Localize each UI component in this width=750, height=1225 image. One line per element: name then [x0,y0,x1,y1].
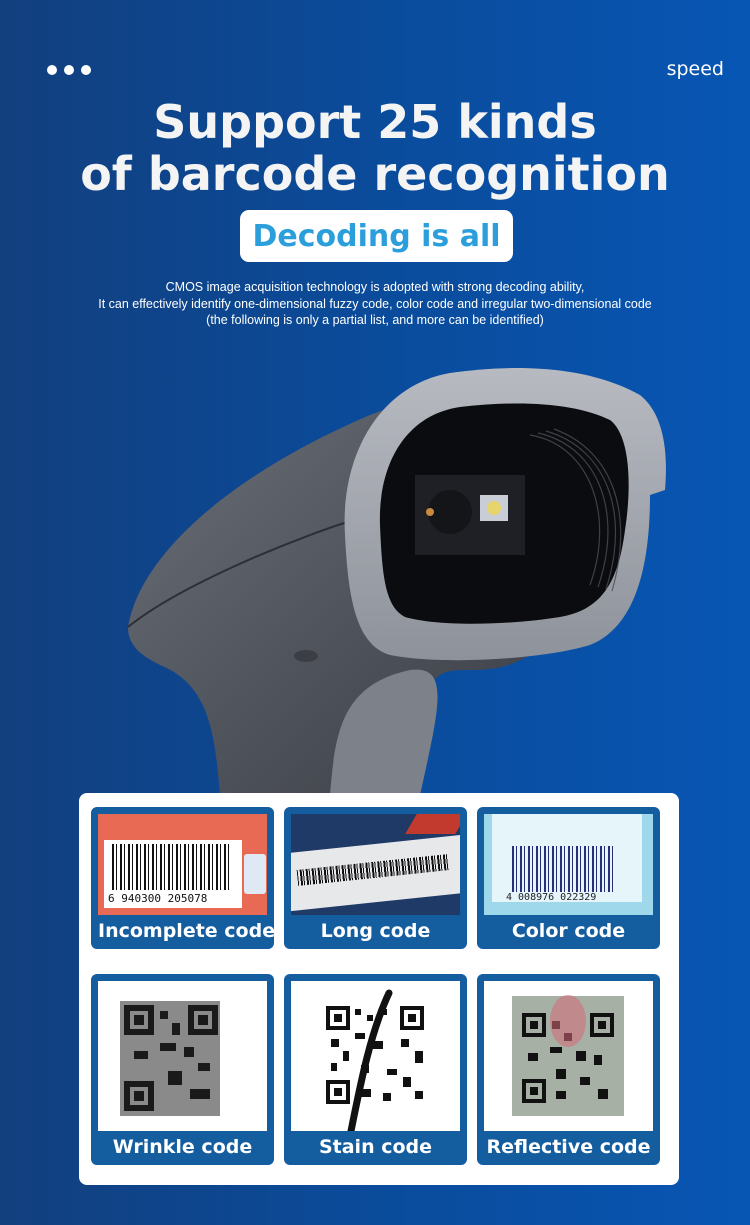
title-line-1: Support 25 kinds [153,95,597,149]
speed-label: speed [666,58,724,80]
description-line: CMOS image acquisition technology is ado… [165,280,585,294]
color-code-image: 4 008976 022329 [484,814,653,915]
barcode-number: 6 940300 205078 [108,892,208,905]
code-type-card-incomplete: 6 940300 205078 Incomplete code [91,807,276,949]
code-type-label: Wrinkle code [112,1136,253,1158]
code-type-card-long: Long code [284,807,467,949]
description-line: (the following is only a partial list, a… [206,313,544,327]
code-type-card-color: 4 008976 022329 Color code [477,807,660,949]
code-type-label: Incomplete code [98,920,276,942]
long-code-image [291,814,460,915]
decoding-badge: Decoding is all [240,210,513,262]
code-type-card-wrinkle: Wrinkle code [91,974,274,1165]
scanner-image [127,368,666,795]
page-title: Support 25 kinds of barcode recognition [0,96,750,200]
reflective-code-image [484,981,653,1131]
code-type-card-reflective: Reflective code [477,974,660,1165]
code-types-panel: 6 940300 205078 Incomplete code Long cod… [79,793,679,1185]
code-type-label: Long code [320,920,431,942]
code-type-label: Reflective code [486,1136,651,1158]
code-type-card-stain: Stain code [284,974,467,1165]
stain-code-image [291,981,460,1131]
description-line: It can effectively identify one-dimensio… [98,296,652,311]
incomplete-code-image: 6 940300 205078 [98,814,267,915]
code-type-label: Color code [511,920,626,942]
code-type-label: Stain code [318,1136,433,1158]
title-line-2: of barcode recognition [80,147,670,201]
more-dots-icon [47,65,91,75]
description: CMOS image acquisition technology is ado… [0,279,750,329]
barcode-number: 4 008976 022329 [506,892,597,903]
wrinkle-code-image [98,981,267,1131]
